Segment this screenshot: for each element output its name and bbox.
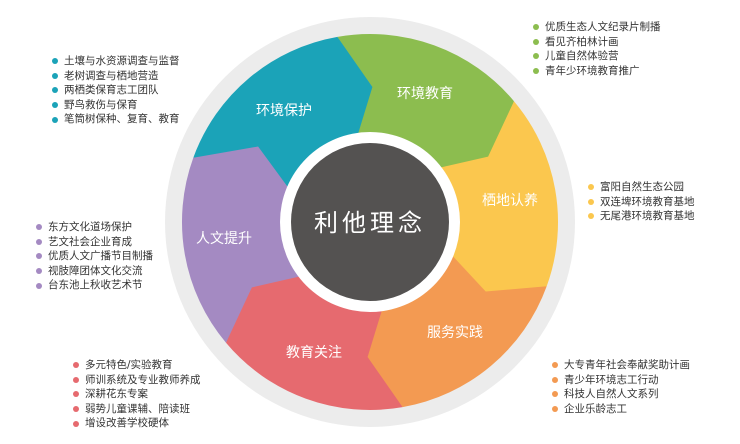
environment-education-label: 环境教育	[397, 86, 453, 102]
list-item-text: 青少年环境志工行动	[564, 373, 659, 386]
habitat-adoption-segment	[432, 101, 559, 298]
list-item-text: 多元特色/实验教育	[85, 359, 173, 371]
bullet-dot-icon	[588, 213, 594, 220]
bullet-dot-icon	[552, 376, 558, 383]
list-item: 老树调查与栖地营造	[52, 69, 180, 84]
list-item-text: 野鸟救伤与保育	[64, 98, 138, 111]
list-item-text: 师训系统及专业教师养成	[85, 373, 201, 386]
list-item: 师训系统及专业教师养成	[73, 373, 201, 388]
center-circle	[291, 143, 449, 301]
list-item-text: 老树调查与栖地营造	[64, 69, 159, 82]
list-item-text: 两栖类保育志工团队	[64, 84, 159, 97]
list-item: 看见齐柏林计画	[533, 35, 661, 50]
list-item: 优质生态人文纪录片制播	[533, 20, 661, 35]
list-item-text: 土壤与水资源调查与监督	[64, 55, 180, 67]
bullet-dot-icon	[533, 24, 539, 31]
environment-protection-label: 环境保护	[256, 103, 312, 119]
list-item: 优质人文广播节目制播	[36, 249, 153, 264]
bullet-dot-icon	[552, 362, 558, 369]
service-practice-label: 服务实践	[427, 325, 483, 341]
education-concern-list: 多元特色/实验教育师训系统及专业教师养成深耕花东专案弱势儿童课辅、陪读班增设改善…	[73, 358, 201, 431]
list-item: 儿童自然体验营	[533, 49, 661, 64]
humanities-improvement-segment	[181, 146, 308, 343]
list-item: 青年少环境教育推广	[533, 64, 661, 79]
environment-education-list: 优质生态人文纪录片制播看见齐柏林计画儿童自然体验营青年少环境教育推广	[533, 20, 661, 78]
list-item: 笔筒树保种、复育、教育	[52, 112, 180, 127]
list-item-text: 双连埤环境教育基地	[600, 195, 695, 208]
list-item: 青少年环境志工行动	[552, 373, 690, 388]
environment-protection-segment	[193, 36, 380, 195]
bullet-dot-icon	[73, 376, 79, 383]
habitat-adoption-list: 富阳自然生态公园双连埤环境教育基地无尾港环境教育基地	[588, 180, 695, 224]
list-item: 科技人自然人文系列	[552, 387, 690, 402]
list-item-text: 优质生态人文纪录片制播	[545, 21, 661, 33]
education-concern-label: 教育关注	[286, 345, 342, 361]
list-item-text: 台东池上秋收艺术节	[48, 279, 143, 292]
list-item: 多元特色/实验教育	[73, 358, 201, 373]
list-item: 视肢障团体文化交流	[36, 264, 153, 279]
bullet-dot-icon	[36, 268, 42, 275]
list-item: 富阳自然生态公园	[588, 180, 695, 195]
bullet-dot-icon	[36, 238, 42, 245]
bullet-dot-icon	[588, 198, 594, 205]
list-item-text: 增设改善学校硬体	[85, 417, 169, 430]
bullet-dot-icon	[552, 406, 558, 413]
list-item: 艺文社会企业育成	[36, 235, 153, 250]
list-item-text: 儿童自然体验营	[545, 50, 619, 63]
list-item-text: 科技人自然人文系列	[564, 388, 659, 401]
center-title: 利他理念	[314, 209, 426, 237]
list-item-text: 弱势儿童课辅、陪读班	[85, 402, 190, 415]
bullet-dot-icon	[36, 224, 42, 231]
list-item-text: 企业乐龄志工	[564, 402, 627, 415]
list-item: 台东池上秋收艺术节	[36, 278, 153, 293]
bullet-dot-icon	[73, 362, 79, 369]
list-item: 两栖类保育志工团队	[52, 83, 180, 98]
service-practice-segment	[360, 250, 547, 408]
bullet-dot-icon	[52, 72, 58, 79]
bullet-dot-icon	[36, 253, 42, 260]
bullet-dot-icon	[73, 406, 79, 413]
bullet-dot-icon	[552, 391, 558, 398]
list-item-text: 优质人文广播节目制播	[48, 250, 153, 263]
bullet-dot-icon	[52, 58, 58, 65]
list-item: 双连埤环境教育基地	[588, 195, 695, 210]
service-practice-list: 大专青年社会奉献奖助计画青少年环境志工行动科技人自然人文系列企业乐龄志工	[552, 358, 690, 416]
habitat-adoption-label: 栖地认养	[482, 193, 538, 209]
list-item-text: 视肢障团体文化交流	[48, 264, 143, 277]
bullet-dot-icon	[533, 68, 539, 75]
bullet-dot-icon	[73, 420, 79, 427]
bullet-dot-icon	[73, 391, 79, 398]
list-item-text: 看见齐柏林计画	[545, 35, 619, 48]
list-item-text: 富阳自然生态公园	[600, 181, 684, 193]
list-item-text: 东方文化道场保护	[48, 221, 132, 233]
list-item-text: 大专青年社会奉献奖助计画	[564, 359, 690, 371]
list-item-text: 深耕花东专案	[85, 388, 148, 401]
bullet-dot-icon	[588, 184, 594, 191]
bullet-dot-icon	[36, 282, 42, 289]
bullet-dot-icon	[52, 102, 58, 109]
list-item: 深耕花东专案	[73, 387, 201, 402]
humanities-improvement-list: 东方文化道场保护艺文社会企业育成优质人文广播节目制播视肢障团体文化交流台东池上秋…	[36, 220, 153, 293]
list-item-text: 青年少环境教育推广	[545, 64, 640, 77]
list-item: 土壤与水资源调查与监督	[52, 54, 180, 69]
list-item: 野鸟救伤与保育	[52, 98, 180, 113]
bullet-dot-icon	[533, 53, 539, 60]
list-item: 大专青年社会奉献奖助计画	[552, 358, 690, 373]
list-item: 东方文化道场保护	[36, 220, 153, 235]
environment-protection-list: 土壤与水资源调查与监督老树调查与栖地营造两栖类保育志工团队野鸟救伤与保育笔筒树保…	[52, 54, 180, 127]
list-item-text: 笔筒树保种、复育、教育	[64, 113, 180, 126]
list-item-text: 无尾港环境教育基地	[600, 210, 695, 223]
bullet-dot-icon	[52, 87, 58, 94]
list-item: 弱势儿童课辅、陪读班	[73, 402, 201, 417]
bullet-dot-icon	[52, 116, 58, 123]
list-item: 无尾港环境教育基地	[588, 209, 695, 224]
list-item: 企业乐龄志工	[552, 402, 690, 417]
bullet-dot-icon	[533, 38, 539, 45]
list-item-text: 艺文社会企业育成	[48, 235, 132, 248]
list-item: 增设改善学校硬体	[73, 416, 201, 431]
humanities-improvement-label: 人文提升	[196, 231, 252, 247]
